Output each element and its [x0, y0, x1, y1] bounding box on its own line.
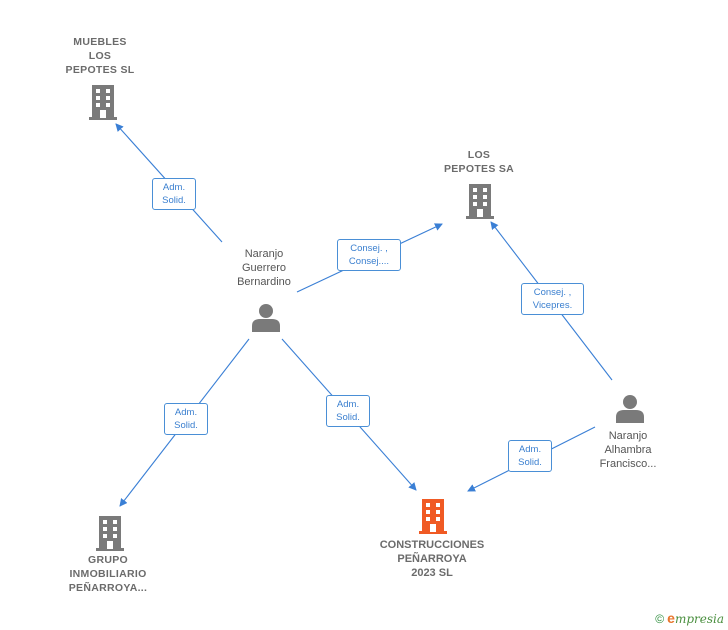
node-label-los-pepotes-sa[interactable]: LOS PEPOTES SA — [443, 149, 515, 175]
edge-label-e2[interactable]: Consej. , Consej.... — [337, 239, 401, 271]
footer-brand: ©empresia — [655, 610, 724, 626]
building-icon[interactable] — [95, 515, 125, 556]
node-label-naranjo-guerrero-bernardino[interactable]: Naranjo Guerrero Bernardino — [237, 248, 291, 288]
edge-label-e1[interactable]: Adm. Solid. — [152, 178, 196, 210]
node-label-construcciones-penarroya[interactable]: CONSTRUCCIONES PEÑARROYA 2023 SL — [379, 539, 485, 579]
node-label-grupo-inmobiliario[interactable]: GRUPO INMOBILIARIO PEÑARROYA... — [68, 554, 148, 594]
brand-logo-initial: e — [667, 610, 675, 626]
building-icon[interactable] — [465, 183, 495, 224]
node-label-naranjo-alhambra-francisco[interactable]: Naranjo Alhambra Francisco... — [599, 430, 657, 470]
edge-label-e4[interactable]: Adm. Solid. — [164, 403, 208, 435]
person-icon[interactable] — [615, 393, 645, 428]
building-icon[interactable] — [418, 498, 448, 539]
building-icon[interactable] — [88, 84, 118, 125]
edge-label-e6[interactable]: Adm. Solid. — [508, 440, 552, 472]
person-icon[interactable] — [251, 302, 281, 337]
edge-label-e5[interactable]: Adm. Solid. — [326, 395, 370, 427]
node-label-muebles-los-pepotes[interactable]: MUEBLES LOS PEPOTES SL — [65, 36, 135, 76]
copyright-symbol: © — [655, 612, 665, 626]
brand-logo-text: mpresia — [674, 612, 724, 626]
edge-label-e3[interactable]: Consej. , Vicepres. — [521, 283, 584, 315]
